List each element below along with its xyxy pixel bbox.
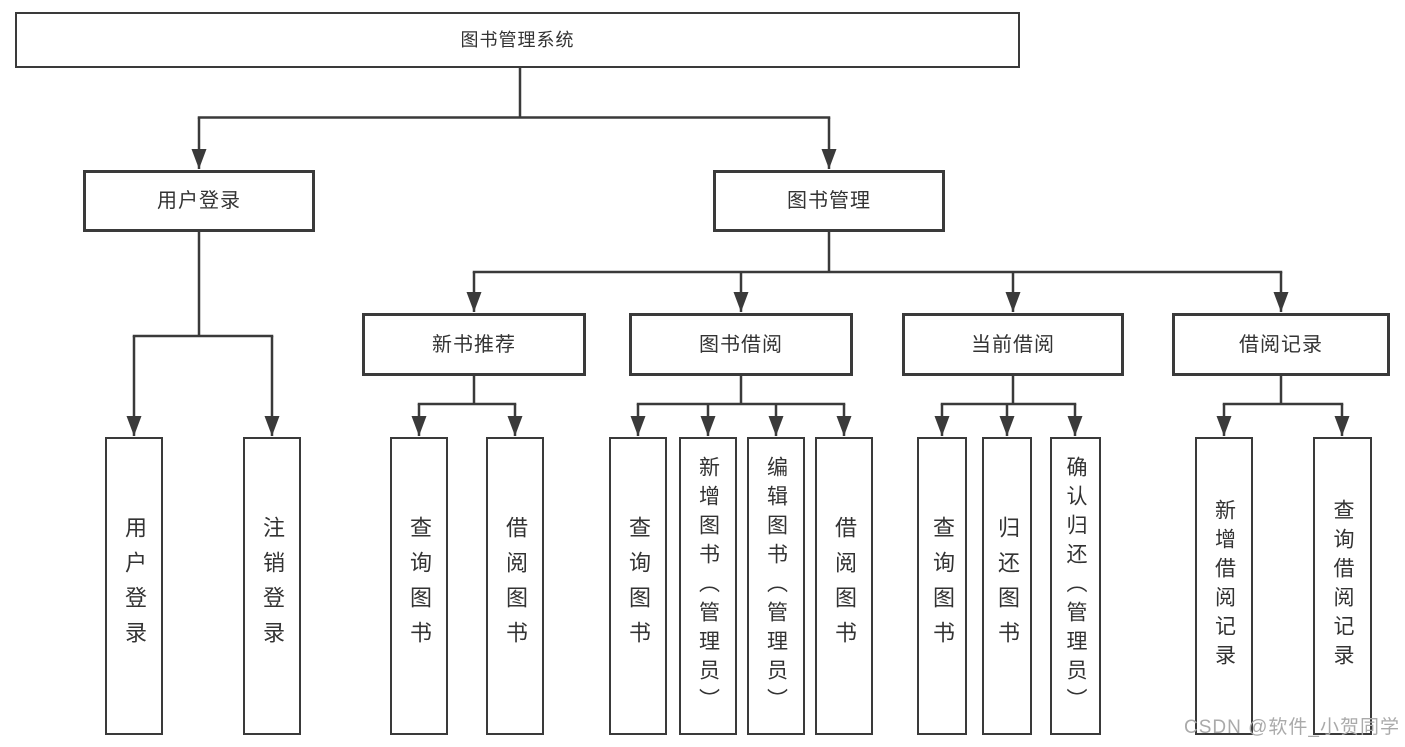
node-leaf-add-books-admin: 新增图书（管理员） [679,437,737,735]
node-new-book-recommend-label: 新书推荐 [432,333,516,356]
connector-recommend-split [411,376,523,436]
node-leaf-user-login-label: 用户登录 [122,516,147,656]
node-leaf-user-login: 用户登录 [105,437,163,735]
node-leaf-recommend-query-books-label: 查询图书 [407,516,432,656]
connector-book-borrow-split [630,376,852,436]
node-leaf-borrow-query-books: 查询图书 [609,437,667,735]
connector-root-split [191,68,837,169]
node-leaf-borrow-query-books-label: 查询图书 [626,516,651,656]
node-leaf-query-borrow-record: 查询借阅记录 [1313,437,1372,735]
node-book-borrow: 图书借阅 [629,313,853,376]
node-user-login-label: 用户登录 [157,190,241,212]
watermark-text: CSDN @软件_小贺同学 [1184,717,1400,738]
node-current-borrow: 当前借阅 [902,313,1124,376]
node-leaf-confirm-return-admin-label: 确认归还（管理员） [1064,455,1087,717]
connector-user-login-split [126,232,280,436]
node-leaf-add-books-admin-label: 新增图书（管理员） [696,455,720,717]
connector-borrow-record-split [1216,376,1350,436]
node-new-book-recommend: 新书推荐 [362,313,586,376]
node-leaf-current-query-books-label: 查询图书 [930,516,955,656]
node-leaf-query-borrow-record-label: 查询借阅记录 [1331,499,1354,673]
node-leaf-logout: 注销登录 [243,437,301,735]
node-leaf-add-borrow-record: 新增借阅记录 [1195,437,1253,735]
node-leaf-return-books: 归还图书 [982,437,1032,735]
node-leaf-current-query-books: 查询图书 [917,437,967,735]
node-leaf-add-borrow-record-label: 新增借阅记录 [1212,499,1236,673]
node-current-borrow-label: 当前借阅 [971,333,1055,356]
node-leaf-recommend-query-books: 查询图书 [390,437,448,735]
node-book-borrow-label: 图书借阅 [699,333,783,356]
node-leaf-recommend-borrow-books-label: 借阅图书 [503,516,528,656]
node-user-login: 用户登录 [83,170,315,232]
node-leaf-recommend-borrow-books: 借阅图书 [486,437,544,735]
node-borrow-record-label: 借阅记录 [1239,333,1323,356]
node-leaf-borrow-borrow-books-label: 借阅图书 [832,516,857,656]
node-borrow-record: 借阅记录 [1172,313,1390,376]
node-leaf-edit-books-admin-label: 编辑图书（管理员） [764,455,788,717]
node-leaf-edit-books-admin: 编辑图书（管理员） [747,437,805,735]
node-leaf-logout-label: 注销登录 [260,516,285,656]
connector-current-borrow-split [934,376,1083,436]
node-book-management: 图书管理 [713,170,945,232]
node-leaf-borrow-borrow-books: 借阅图书 [815,437,873,735]
connector-book-mgmt-split [466,232,1289,312]
node-leaf-return-books-label: 归还图书 [995,516,1020,656]
node-leaf-confirm-return-admin: 确认归还（管理员） [1050,437,1101,735]
node-root: 图书管理系统 [15,12,1020,68]
node-root-label: 图书管理系统 [460,30,575,50]
node-book-management-label: 图书管理 [787,190,871,212]
